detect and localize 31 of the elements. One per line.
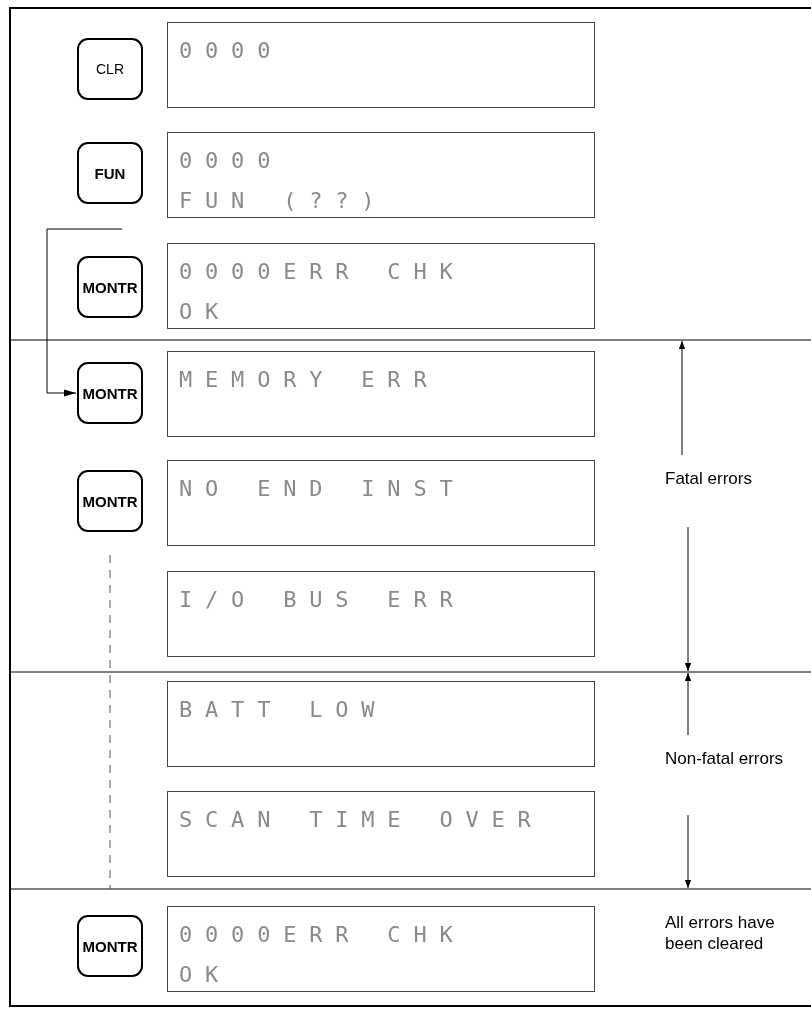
display-text: 0000	[179, 37, 284, 65]
lcd-display	[167, 22, 595, 108]
display-text: 0000ERR CHK	[179, 258, 466, 286]
key-button: CLR	[77, 38, 143, 100]
lcd-display	[167, 243, 595, 329]
arrow	[46, 228, 123, 397]
lcd-display	[167, 460, 595, 546]
lcd-display	[167, 132, 595, 218]
lcd-display	[167, 351, 595, 437]
key-button: MONTR	[77, 470, 143, 532]
display-text: OK	[179, 298, 232, 326]
display-text: BATT LOW	[179, 696, 388, 724]
lcd-display	[167, 571, 595, 657]
lcd-display	[167, 906, 595, 992]
key-button: MONTR	[77, 362, 143, 424]
annotation-text: All errors have been cleared	[665, 912, 776, 954]
display-text: OK	[179, 961, 232, 989]
display-text: FUN (??)	[179, 187, 388, 215]
lcd-display	[167, 791, 595, 877]
display-text: NO END INST	[179, 475, 466, 503]
annotation-text: Fatal errors	[665, 468, 753, 489]
key-button: MONTR	[77, 915, 143, 977]
lcd-display	[167, 681, 595, 767]
key-button: FUN	[77, 142, 143, 204]
key-button: MONTR	[77, 256, 143, 318]
display-text: MEMORY ERR	[179, 366, 440, 394]
display-text: 0000ERR CHK	[179, 921, 466, 949]
display-text: I/O BUS ERR	[179, 586, 466, 614]
annotation-text: Non-fatal errors	[665, 748, 785, 769]
display-text: SCAN TIME OVER	[179, 806, 544, 834]
display-text: 0000	[179, 147, 284, 175]
